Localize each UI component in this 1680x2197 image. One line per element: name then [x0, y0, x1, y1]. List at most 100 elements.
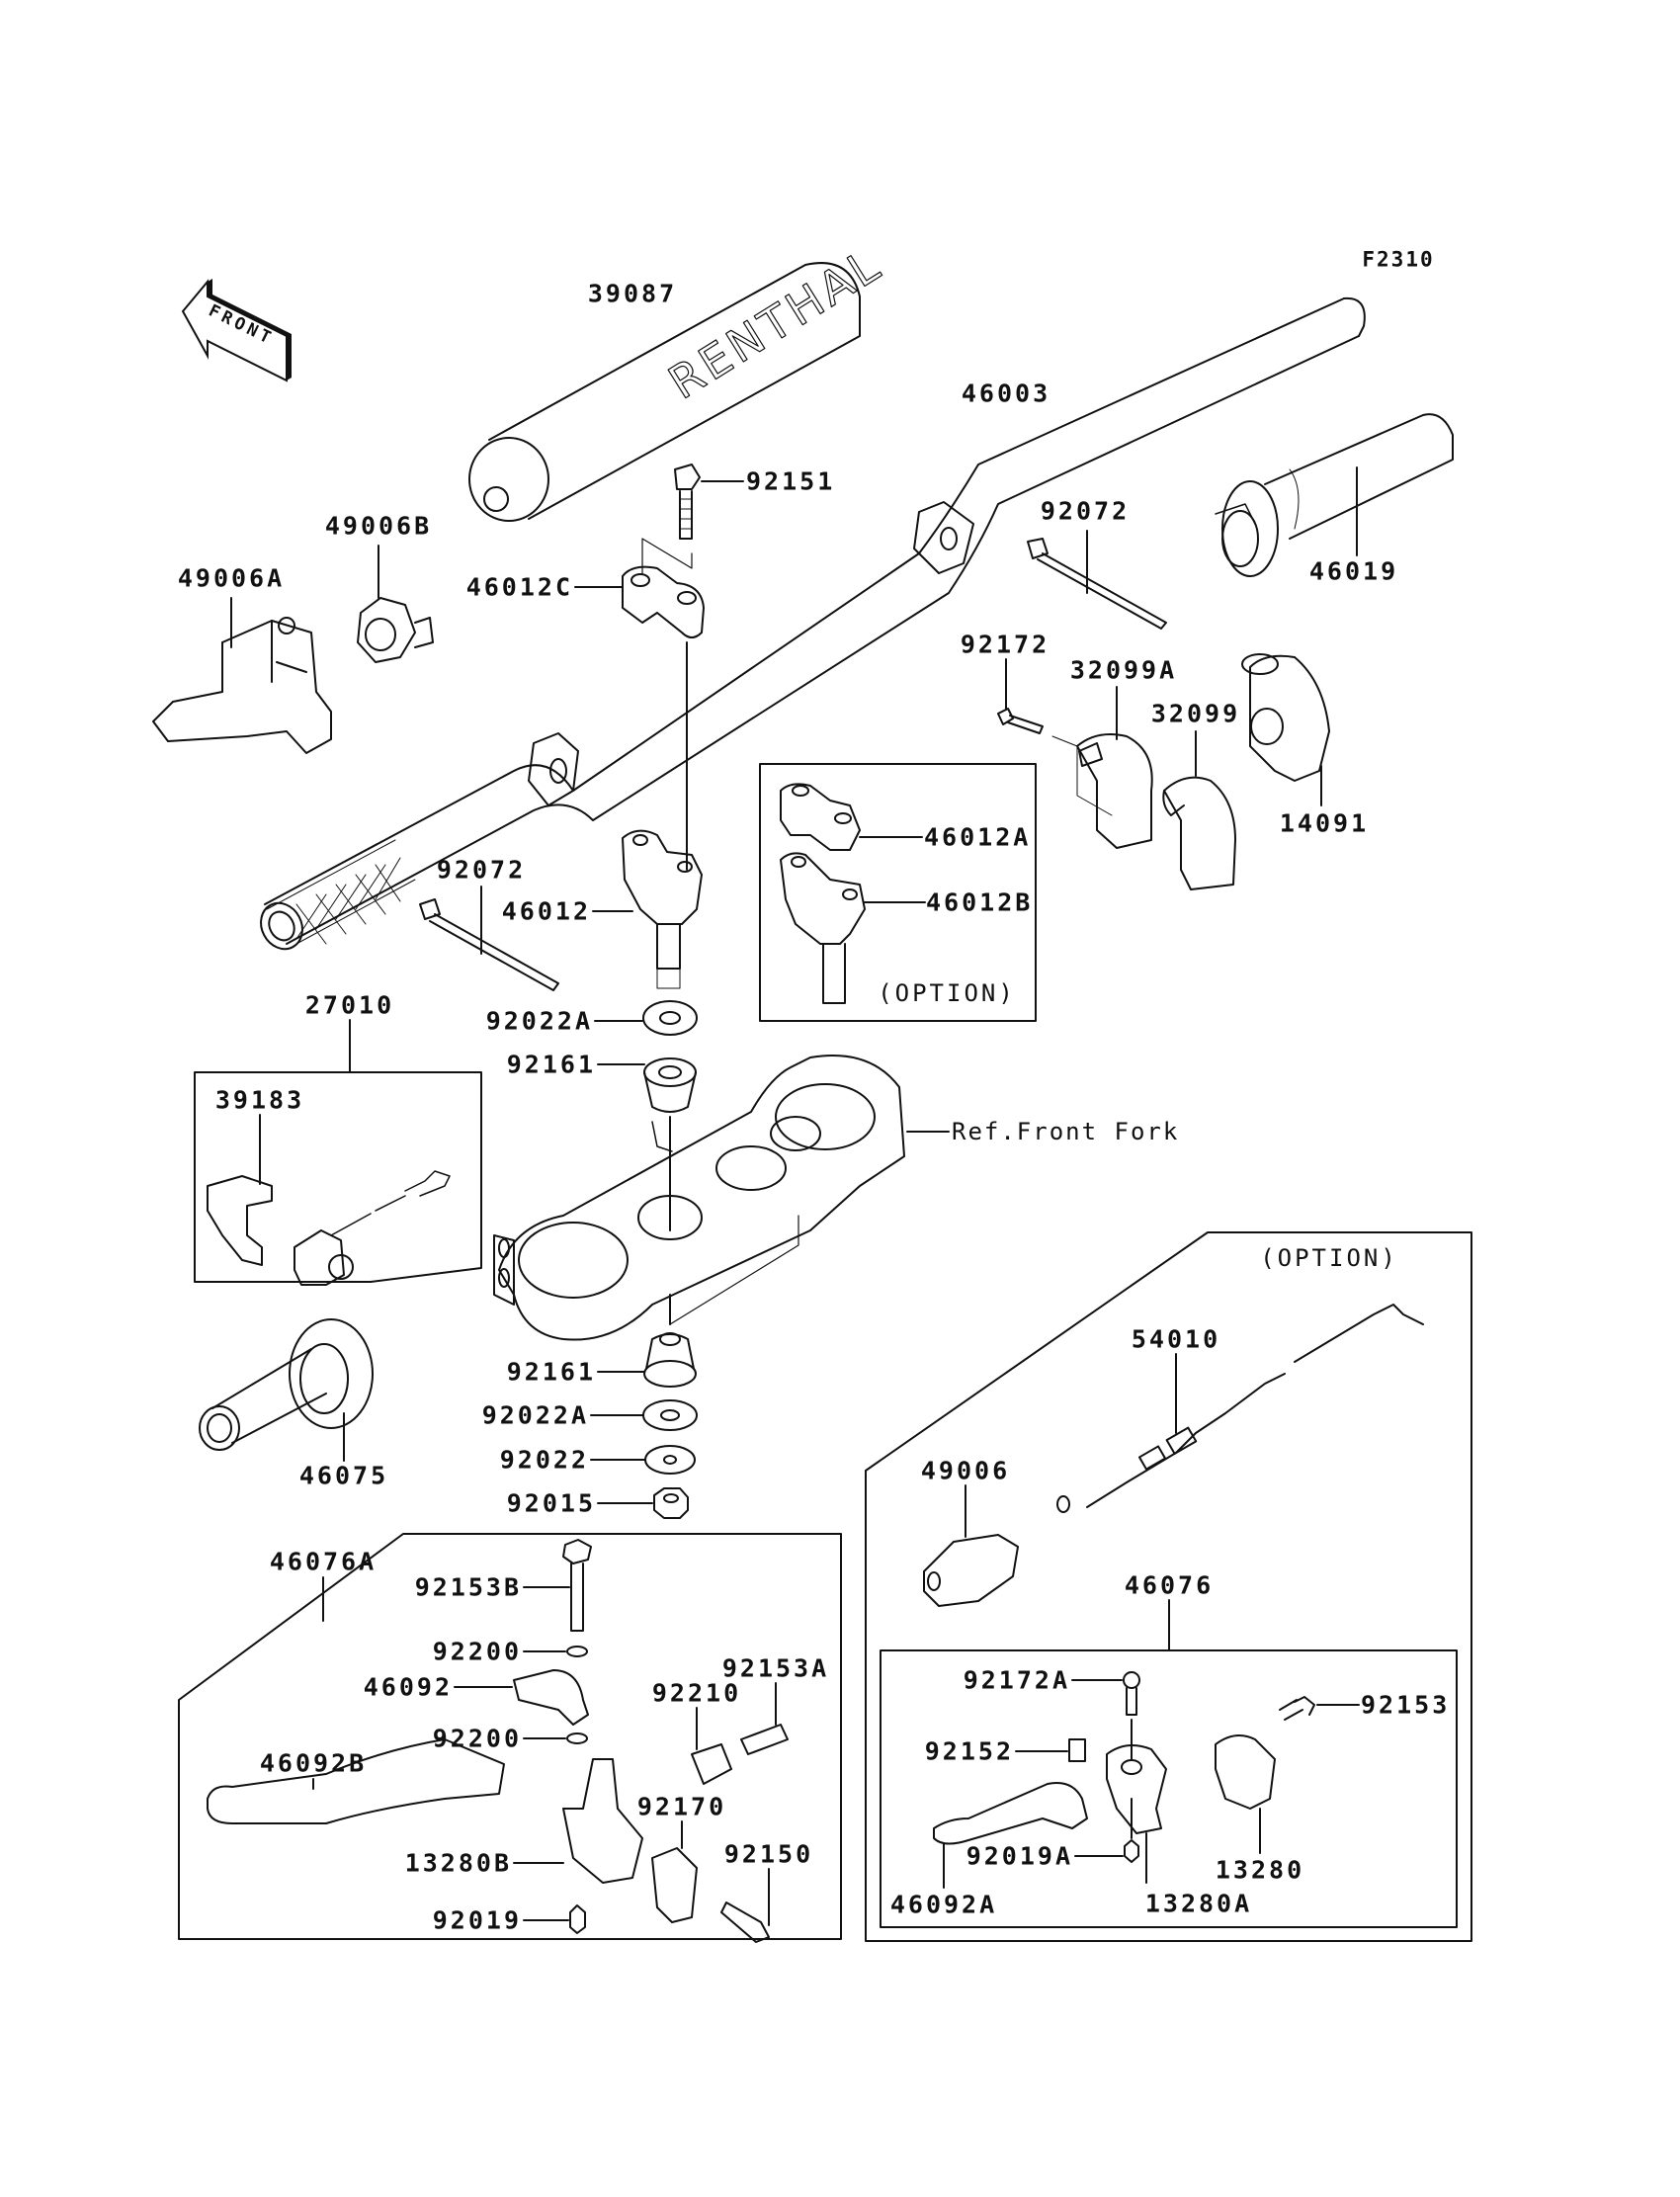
label-92153B[interactable]: 92153B [414, 1572, 522, 1602]
bolt-92172[interactable] [997, 658, 1113, 816]
label-46012A[interactable]: 46012A [924, 822, 1032, 852]
nut-92019A[interactable] [1124, 1839, 1139, 1863]
label-13280A[interactable]: 13280A [1144, 1889, 1253, 1918]
label-92172[interactable]: 92172 [960, 630, 1050, 659]
label-92172A[interactable]: 92172A [963, 1665, 1070, 1695]
label-32099A[interactable]: 32099A [1069, 655, 1178, 685]
label-92200-top[interactable]: 92200 [432, 1637, 522, 1666]
label-46075[interactable]: 46075 [298, 1461, 389, 1490]
label-46019[interactable]: 46019 [1308, 556, 1399, 586]
label-92150[interactable]: 92150 [723, 1839, 814, 1869]
label-14091[interactable]: 14091 [1279, 808, 1370, 838]
label-46003[interactable]: 46003 [961, 379, 1051, 408]
washer-92200-top[interactable] [566, 1646, 588, 1657]
label-49006[interactable]: 49006 [920, 1456, 1011, 1485]
switch-27010[interactable] [294, 1229, 345, 1286]
label-46012C[interactable]: 46012C [465, 572, 573, 602]
label-92022A-low[interactable]: 92022A [481, 1400, 589, 1430]
adjuster-92210[interactable] [691, 1743, 732, 1785]
label-92072-low[interactable]: 92072 [436, 855, 527, 885]
riser-46012[interactable] [592, 829, 703, 989]
label-54010[interactable]: 54010 [1131, 1324, 1221, 1354]
label-46012B[interactable]: 46012B [926, 887, 1034, 917]
clamp-92170[interactable] [651, 1847, 698, 1923]
label-92072-top[interactable]: 92072 [1040, 496, 1131, 526]
label-46012[interactable]: 46012 [501, 896, 591, 926]
washer-92022[interactable] [590, 1445, 696, 1475]
label-92210[interactable]: 92210 [651, 1678, 742, 1708]
label-92161-top[interactable]: 92161 [506, 1050, 596, 1079]
label-92022[interactable]: 92022 [499, 1445, 589, 1475]
lever-46092A[interactable] [933, 1782, 1088, 1845]
throttle-housing-32099A[interactable] [1076, 686, 1153, 849]
holder-13280A[interactable] [1106, 1744, 1167, 1834]
option-label-riser: (OPTION) [878, 979, 1016, 1007]
throttle-cover-14091[interactable] [1241, 653, 1330, 806]
lever-box-46076 [880, 1599, 1458, 1928]
housing-49006A[interactable] [152, 597, 332, 754]
label-92019[interactable]: 92019 [432, 1905, 522, 1935]
ref-front-fork[interactable]: Ref.Front Fork [952, 1118, 1180, 1145]
washer-92200-low[interactable] [566, 1732, 588, 1744]
label-13280[interactable]: 13280 [1215, 1855, 1305, 1885]
label-92200-low[interactable]: 92200 [432, 1724, 522, 1753]
arm-46092[interactable] [513, 1669, 589, 1726]
option-box-46012AB [759, 763, 1037, 1022]
label-46092[interactable]: 46092 [363, 1672, 453, 1702]
throttle-grip-46019[interactable] [1215, 413, 1454, 577]
cable-tie-92072-top[interactable] [1027, 530, 1167, 630]
lever-46092B[interactable] [207, 1738, 505, 1824]
bushing-92161-low[interactable] [597, 1332, 697, 1388]
label-46076A[interactable]: 46076A [269, 1547, 378, 1576]
throttle-cable-54010[interactable] [1056, 1304, 1424, 1513]
throttle-housing-32099[interactable] [1162, 730, 1236, 890]
label-39183[interactable]: 39183 [214, 1085, 305, 1115]
label-92170[interactable]: 92170 [636, 1792, 727, 1821]
bolt-92150[interactable] [720, 1901, 770, 1943]
triple-clamp[interactable] [493, 1055, 950, 1341]
label-46092B[interactable]: 46092B [259, 1748, 368, 1778]
handlebar-46003[interactable] [253, 296, 1366, 957]
housing-49006[interactable] [923, 1484, 1019, 1607]
label-46076[interactable]: 46076 [1124, 1570, 1215, 1600]
label-92153A[interactable]: 92153A [721, 1653, 830, 1683]
label-49006A[interactable]: 49006A [177, 563, 286, 593]
label-32099[interactable]: 32099 [1150, 699, 1241, 728]
bolt-92153B[interactable] [562, 1539, 592, 1564]
clamp-46012C[interactable] [574, 538, 705, 871]
collar-92152[interactable] [1068, 1738, 1086, 1762]
lever-region-46076A [178, 1533, 842, 1943]
grip-46075[interactable] [199, 1318, 374, 1462]
cable-tie-92072-low[interactable] [419, 886, 559, 991]
label-92019A[interactable]: 92019A [966, 1841, 1073, 1871]
label-92153[interactable]: 92153 [1361, 1690, 1451, 1720]
bolt-92153[interactable] [1294, 1696, 1315, 1716]
switch-box-27010 [194, 1019, 482, 1286]
label-13280B[interactable]: 13280B [404, 1848, 512, 1878]
label-39087[interactable]: 39087 [587, 279, 678, 308]
washer-92022A-low[interactable] [590, 1399, 698, 1431]
clamp-39183[interactable] [207, 1175, 273, 1266]
label-27010[interactable]: 27010 [304, 990, 395, 1020]
clamp-13280[interactable] [1215, 1734, 1276, 1810]
bushing-92161-top[interactable] [597, 1057, 697, 1113]
holder-13280B[interactable] [562, 1758, 643, 1884]
bolt-92151[interactable] [674, 464, 744, 540]
nut-92019[interactable] [569, 1904, 586, 1934]
adjuster-49006B[interactable] [357, 545, 434, 663]
washer-92022A-top[interactable] [594, 1000, 698, 1036]
clamp-46012A[interactable] [780, 783, 861, 851]
label-92015[interactable]: 92015 [506, 1488, 596, 1518]
bolt-92153A[interactable] [740, 1724, 789, 1755]
label-46092A[interactable]: 46092A [889, 1890, 998, 1919]
option-region-right [865, 1231, 1472, 1942]
nut-92015[interactable] [597, 1487, 689, 1519]
label-92022A-top[interactable]: 92022A [485, 1006, 593, 1036]
label-92152[interactable]: 92152 [924, 1736, 1014, 1766]
label-49006B[interactable]: 49006B [324, 511, 433, 541]
bolt-92172A[interactable] [1123, 1671, 1140, 1689]
label-92161-low[interactable]: 92161 [506, 1357, 596, 1387]
label-92151[interactable]: 92151 [746, 466, 836, 496]
option-label-cable: (OPTION) [1260, 1244, 1398, 1272]
